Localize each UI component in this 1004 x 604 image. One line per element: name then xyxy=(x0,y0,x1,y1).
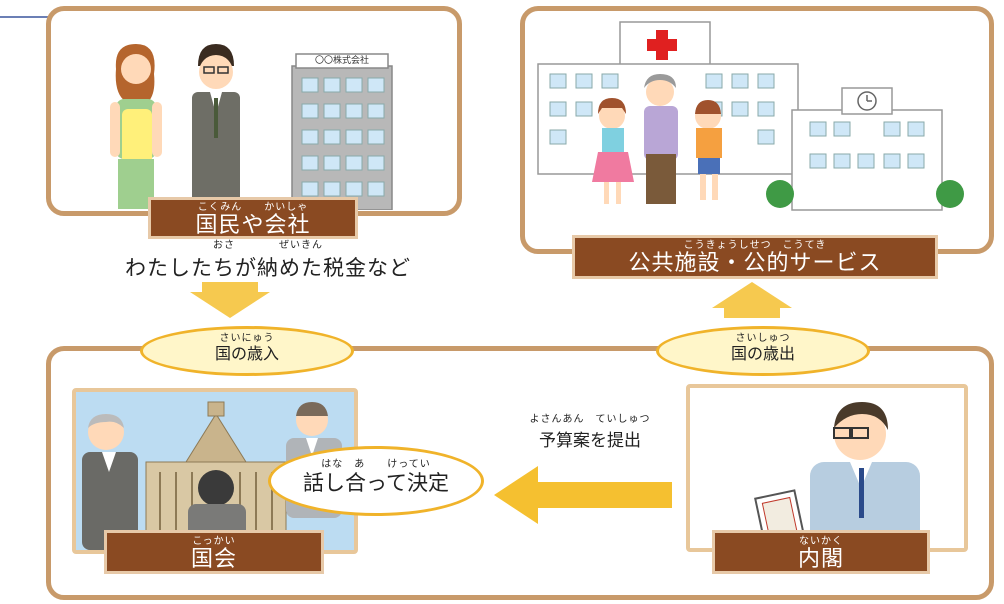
citizens-companies-ruby: こくみん かいしゃ xyxy=(197,202,309,213)
tax-caption-text: わたしたちが納めた税金など xyxy=(125,256,411,280)
public-services-label: こうきょうしせつ こうてき 公共施設・公的サービス xyxy=(572,235,938,279)
submit-budget-caption: よさんあん ていしゅつ 予算案を提出 xyxy=(500,414,680,451)
boy-figure xyxy=(695,100,722,200)
tax-caption: おさ ぜいきん わたしたちが納めた税金など xyxy=(78,240,458,282)
national-revenue-oval: さいにゅう 国の歳入 xyxy=(140,326,354,376)
public-services-ruby: こうきょうしせつ こうてき xyxy=(683,240,827,251)
submit-ruby: よさんあん ていしゅつ xyxy=(529,414,651,425)
cabinet-label: ないかく 内閣 xyxy=(712,530,930,574)
girl-figure xyxy=(592,98,634,204)
tax-caption-ruby: おさ ぜいきん xyxy=(213,240,323,251)
politician-left-figure xyxy=(82,414,138,550)
discuss-decide-bubble: はな あ けってい 話し合って決定 xyxy=(268,446,484,516)
office-building xyxy=(291,53,393,210)
citizens-illustration xyxy=(110,44,393,210)
discuss-text: 話し合って決定 xyxy=(303,471,449,495)
revenue-ruby: さいにゅう xyxy=(219,333,275,344)
school-building xyxy=(766,87,964,211)
grandmother-figure xyxy=(644,74,678,204)
citizens-companies-text: 国民や会社 xyxy=(195,213,311,238)
diet-label: こっかい 国会 xyxy=(104,530,324,574)
arrow-left-icon xyxy=(494,466,672,524)
public-services-text: 公共施設・公的サービス xyxy=(628,251,882,276)
citizens-companies-label: こくみん かいしゃ 国民や会社 xyxy=(148,197,358,239)
cabinet-illustration xyxy=(754,402,920,548)
arrow-up-icon xyxy=(712,282,792,318)
cabinet-text: 内閣 xyxy=(797,547,844,572)
expenditure-text: 国の歳出 xyxy=(730,344,795,363)
man-figure xyxy=(192,44,240,210)
submit-text: 予算案を提出 xyxy=(539,431,641,451)
arrow-down-icon xyxy=(190,282,270,318)
prime-minister-figure xyxy=(810,402,920,548)
woman-figure xyxy=(110,44,162,209)
revenue-text: 国の歳入 xyxy=(214,344,279,363)
diet-text: 国会 xyxy=(190,547,237,572)
national-expenditure-oval: さいしゅつ 国の歳出 xyxy=(656,326,870,376)
cabinet-ruby: ないかく xyxy=(799,536,843,547)
building-sign: 〇〇株式会社 xyxy=(314,56,369,66)
diet-ruby: こっかい xyxy=(192,536,236,547)
header-rule xyxy=(0,16,70,18)
public-facilities-illustration xyxy=(537,21,964,211)
expenditure-ruby: さいしゅつ xyxy=(735,333,791,344)
discuss-ruby: はな あ けってい xyxy=(321,459,431,470)
